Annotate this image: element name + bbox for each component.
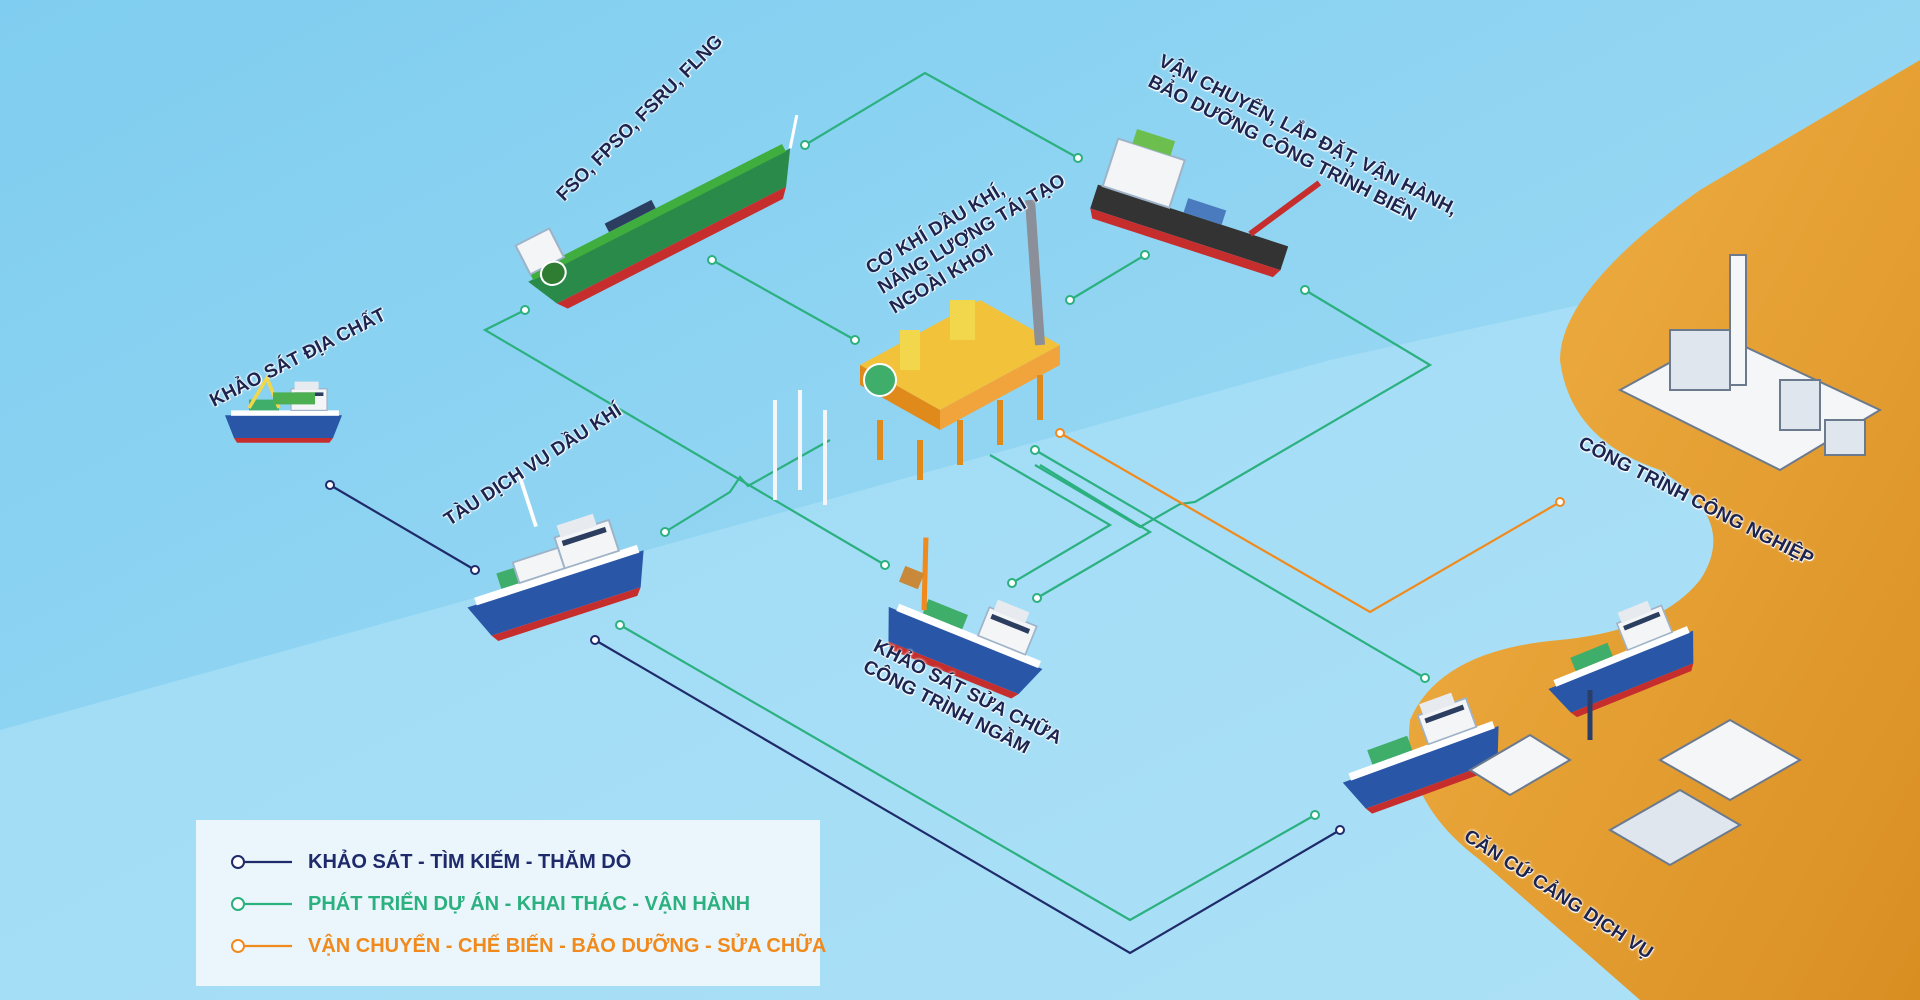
legend-label: KHẢO SÁT - TÌM KIẾM - THĂM DÒ: [308, 850, 632, 873]
legend-label: VẬN CHUYỂN - CHẾ BIẾN - BẢO DƯỠNG - SỬA …: [308, 934, 827, 957]
legend-label: PHÁT TRIỂN DỰ ÁN - KHAI THÁC - VẬN HÀNH: [308, 892, 751, 915]
wind-turbines-icon: [773, 390, 827, 505]
legend-item-exploration: KHẢO SÁT - TÌM KIẾM - THĂM DÒ: [230, 847, 631, 877]
navy-connections: [329, 484, 1341, 955]
legend-item-transport: VẬN CHUYỂN - CHẾ BIẾN - BẢO DƯỠNG - SỬA …: [230, 931, 826, 961]
legend-item-development: PHÁT TRIỂN DỰ ÁN - KHAI THÁC - VẬN HÀNH: [230, 889, 750, 919]
legend-line-icon: [231, 939, 292, 953]
orange-connections: [1059, 432, 1561, 614]
legend: KHẢO SÁT - TÌM KIẾM - THĂM DÒ PHÁT TRIỂN…: [196, 820, 826, 986]
subsea-vessel-icon: [873, 537, 1062, 707]
service-vessel-icon: [450, 466, 658, 648]
legend-line-icon: [231, 855, 292, 869]
fso-vessel-icon: [514, 114, 799, 309]
industrial-plant-icon: [1617, 254, 1883, 472]
port-buildings-icon: [1468, 690, 1803, 867]
legend-line-icon: [231, 897, 292, 911]
offshore-platform-icon: [860, 199, 1060, 480]
construction-barge-icon: [1090, 128, 1322, 278]
geo-survey-vessel-icon: [224, 373, 343, 444]
connection-nodes: [325, 140, 1565, 835]
green-connections: [482, 71, 1433, 922]
